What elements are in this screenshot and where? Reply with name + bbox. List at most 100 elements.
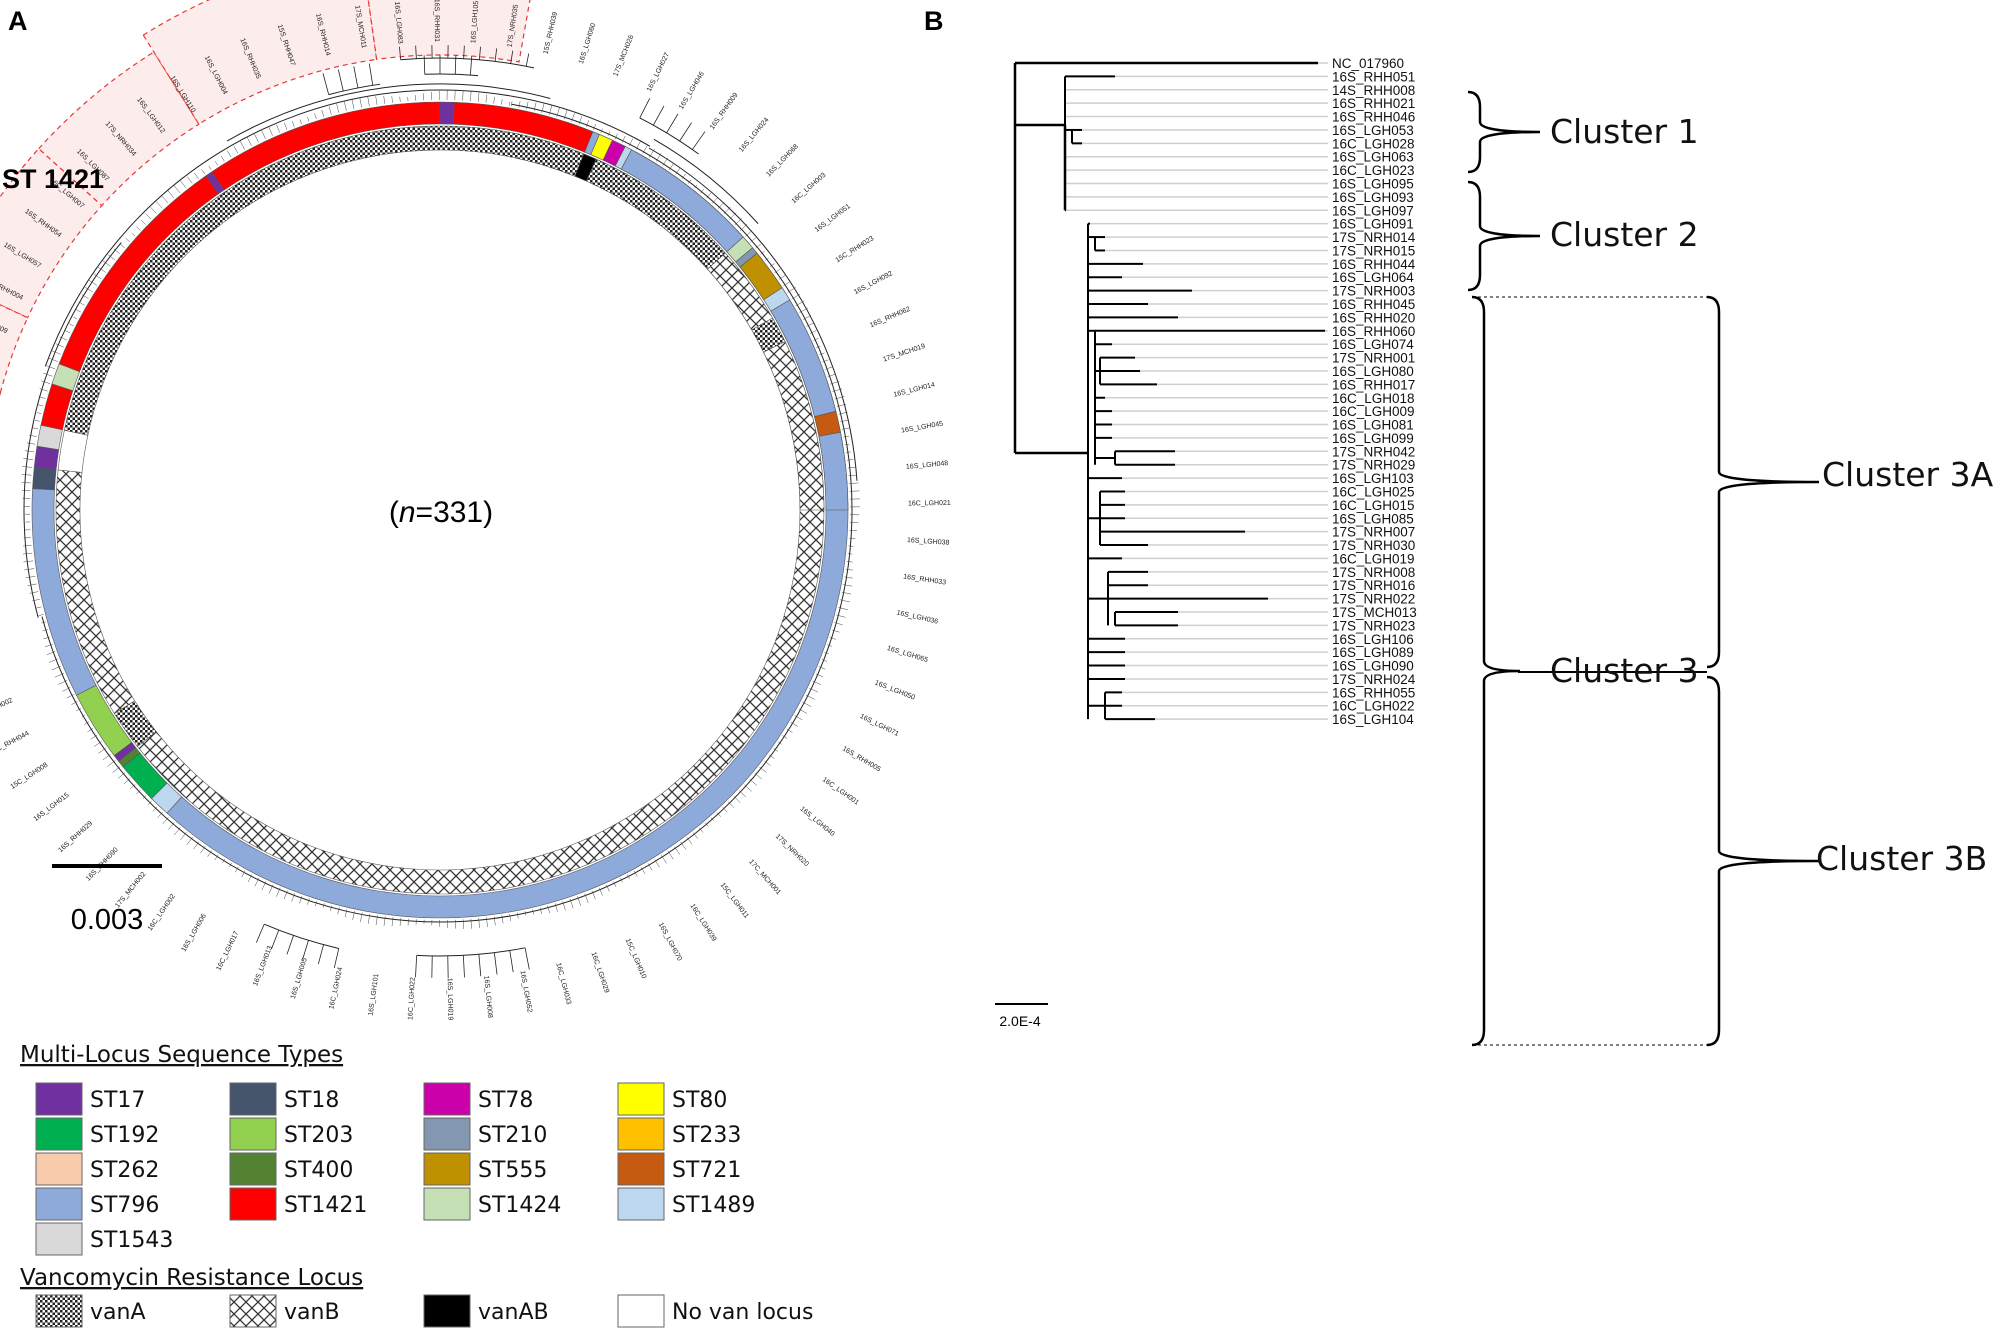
tree-leaf (694, 184, 698, 189)
tree-leaf (328, 106, 332, 115)
tree-leaf (37, 412, 42, 414)
mlst-segment (33, 445, 60, 470)
tree-branch (478, 954, 482, 977)
tree-leaf (391, 917, 394, 927)
tree-branch (423, 55, 426, 75)
tree-leaf (834, 622, 843, 626)
tree-leaf (45, 365, 56, 370)
circular-tip-label: 16S_LGH015 (33, 792, 71, 823)
tree-leaf (222, 858, 226, 864)
van-segment (763, 341, 825, 511)
rectangular-tree (1013, 61, 1328, 721)
tip-label: 16S_RHH017 (1332, 377, 1415, 392)
tree-leaf (838, 411, 848, 415)
tree-leaf (680, 841, 687, 850)
tree-leaf (68, 323, 74, 327)
tree-leaf (598, 887, 603, 896)
tree-leaf (73, 316, 78, 320)
tree-leaf (681, 173, 686, 180)
tip-label: 16S_LGH081 (1332, 418, 1414, 433)
tree-branch (353, 66, 359, 88)
legend-label: ST17 (90, 1088, 145, 1113)
tree-branch (399, 46, 402, 60)
tree-leaf (569, 898, 574, 909)
circular-tip-label: 16S_LGH051 (814, 203, 852, 234)
tree-leaf (314, 113, 317, 120)
tree-leaf (48, 357, 58, 362)
mlst-segment (818, 431, 849, 511)
tree-leaf (98, 747, 107, 754)
legend-label: No van locus (672, 1300, 813, 1325)
tree-leaf (848, 474, 858, 477)
circular-tip-label: 15C_LGH011 (719, 882, 750, 920)
tree-leaf (774, 268, 781, 274)
tree-leaf (478, 918, 480, 929)
tree-leaf (94, 741, 102, 747)
tree-branch (23, 242, 122, 618)
tree-leaf (214, 854, 219, 861)
tip-label: 17S_NRH023 (1332, 618, 1415, 633)
tree-leaf (524, 911, 527, 916)
tree-branch (41, 103, 853, 923)
circular-tip-label: 16S_LGH105 (470, 1, 480, 44)
circular-tip-label: 15S_RHH039 (543, 11, 560, 55)
tree-leaf (291, 120, 295, 127)
tree-leaf (58, 680, 68, 685)
circular-tip-label: 16C_LGH017 (216, 930, 241, 972)
legend-label: ST555 (478, 1158, 547, 1183)
tip-label: 17S_NRH008 (1332, 565, 1415, 580)
tip-label: 17S_NRH024 (1332, 672, 1416, 687)
mlst-segment (32, 467, 57, 491)
tree-leaf (533, 102, 537, 112)
tip-label: NC_017960 (1332, 56, 1404, 71)
tree-leaf (628, 138, 634, 147)
tree-branch (666, 113, 679, 134)
legend-label: vanB (284, 1300, 340, 1325)
tree-branch (510, 50, 514, 64)
circular-tip-label: 15C_LGH008 (10, 762, 50, 791)
circular-tip-label: 16S_LGH024 (738, 117, 771, 154)
legend-swatch (35, 1117, 83, 1151)
tree-leaf (841, 591, 852, 595)
tree-leaf (562, 901, 566, 911)
tip-label: 17S_MCH013 (1332, 605, 1417, 620)
tip-label: 17S_NRH015 (1332, 243, 1415, 258)
tree-leaf (31, 427, 39, 430)
tree-leaf (51, 665, 61, 671)
tree-leaf (805, 694, 815, 700)
tree-leaf (62, 687, 71, 692)
tree-leaf (112, 766, 121, 773)
tip-label: 16S_LGH103 (1332, 471, 1414, 486)
tree-leaf (322, 903, 325, 908)
tree-leaf (812, 680, 821, 685)
tree-leaf (180, 832, 187, 841)
tree-leaf (343, 101, 347, 111)
tree-leaf (147, 801, 152, 806)
tree-leaf (845, 451, 851, 453)
circular-tip-label: 16S_RHH009 (709, 92, 740, 131)
tree-leaf (55, 343, 64, 348)
tree-leaf (186, 836, 193, 845)
circular-tip-label: 17S_NRH020 (774, 833, 810, 868)
tree-leaf (23, 458, 34, 460)
tree-branch (652, 105, 665, 126)
tree-leaf (102, 260, 111, 267)
tree-leaf (41, 380, 51, 384)
tip-label: 16C_LGH028 (1332, 136, 1415, 151)
circular-tip-label: 16S_LGH071 (859, 713, 900, 738)
van-segment (64, 125, 585, 436)
tree-leaf (155, 201, 163, 209)
tip-label: 16S_RHH055 (1332, 685, 1415, 700)
legend-swatch (423, 1187, 471, 1221)
tree-leaf (253, 133, 259, 143)
tree-leaf (791, 293, 801, 300)
circular-tip-label: 15C_RHH023 (835, 235, 876, 264)
rectangular-tip-labels: NC_01796016S_RHH05114S_RHH00816S_RHH0211… (1332, 56, 1417, 727)
tree-leaf (706, 192, 712, 199)
tree-leaf (239, 141, 245, 150)
legend-swatch (423, 1082, 471, 1116)
tree-leaf (759, 766, 767, 773)
tree-leaf (508, 101, 511, 106)
